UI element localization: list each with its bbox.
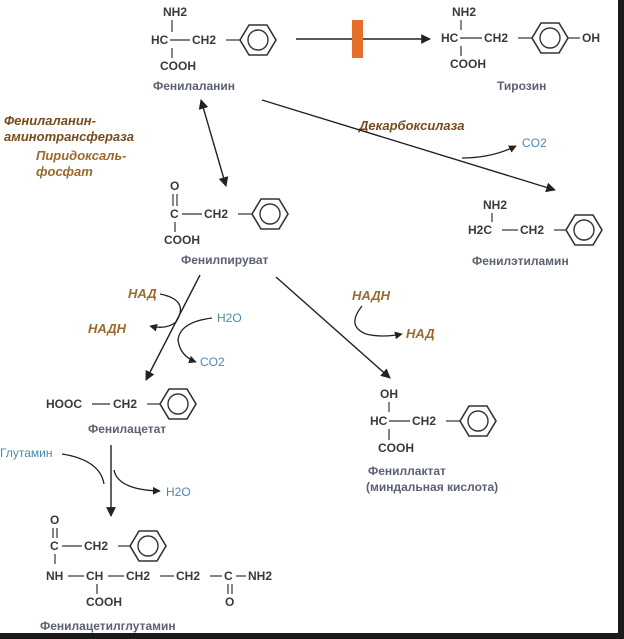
frame-edge-right <box>618 0 624 639</box>
cofactor-label: Пиридоксаль- фосфат <box>36 148 127 179</box>
phenylethylamine-ch2: CH2 <box>520 223 544 237</box>
phenylethylamine-h2c: H2C <box>468 223 492 237</box>
enzyme-aminotransferase-line1: Фенилаланин- <box>4 113 96 128</box>
pag-ch2: CH2 <box>84 539 108 553</box>
co2-release-arrow <box>461 145 517 159</box>
glutamine-entry-arrow <box>61 453 105 485</box>
pag-ch2-b: CH2 <box>126 569 150 583</box>
nad-reduction-arrow <box>149 293 181 332</box>
phenylacetylglutamine-structure: O C CH2 NH CH CH2 CH2 C NH2 COOH O Фенил… <box>40 513 272 633</box>
cofactor-h2o-2: H2O <box>166 485 191 499</box>
phenylethylamine-structure: NH2 H2C CH2 Фенилэтиламин <box>468 198 603 268</box>
cofactor-plp-line2: фосфат <box>36 164 93 179</box>
phenylalanine-ch2: CH2 <box>192 33 216 47</box>
tyrosine-hc: HC <box>441 31 459 45</box>
reduction-arrow <box>275 276 391 379</box>
blocked-reaction-arrow <box>296 20 431 58</box>
phenylacetate-hooc: HOOC <box>46 397 82 411</box>
tyrosine-name: Тирозин <box>497 79 546 93</box>
phenylacetylglutamine-name: Фенилацетилглутамин <box>40 619 176 633</box>
phenylacetate-structure: HOOC CH2 Фенилацетат <box>46 388 197 436</box>
phenylpyruvate-o: O <box>170 179 179 193</box>
tyrosine-structure: NH2 HC CH2 OH COOH Тирозин <box>441 5 600 93</box>
pag-ch: CH <box>86 569 103 583</box>
phenylpyruvate-c: C <box>170 207 179 221</box>
oxidative-decarboxylation-arrow <box>145 274 201 381</box>
phenyllactate-ch2: CH2 <box>412 414 436 428</box>
cofactor-co2-1: CO2 <box>200 355 225 369</box>
pag-o: O <box>50 513 59 527</box>
pag-nh2: NH2 <box>248 569 272 583</box>
cofactor-nad-2: НАД <box>406 326 435 341</box>
transamination-arrow <box>198 99 229 187</box>
enzyme-aminotransferase-line2: аминотрансфераза <box>4 129 134 144</box>
block-bar-icon <box>352 20 363 58</box>
cofactor-nadh-2: НАДН <box>352 288 391 303</box>
phenylalanine-cooh: COOH <box>160 59 196 73</box>
cofactor-plp-line1: Пиридоксаль- <box>36 148 127 163</box>
pag-o2: O <box>225 595 234 609</box>
phenyllactate-oh: OH <box>380 387 398 401</box>
phenylalanine-name: Фенилаланин <box>153 79 235 93</box>
benzene-ring-icon <box>459 405 497 437</box>
tyrosine-cooh: COOH <box>450 57 486 71</box>
phenylacetate-name: Фенилацетат <box>88 422 166 436</box>
phenylpyruvate-name: Фенилпируват <box>181 253 269 267</box>
cofactor-nadh-1: НАДН <box>88 321 127 336</box>
phenyllactate-cooh: COOH <box>378 441 414 455</box>
cofactor-nad-1: НАД <box>128 286 157 301</box>
phenyllactate-hc: HC <box>370 414 388 428</box>
phenyllactate-structure: OH HC CH2 COOH Фениллактат (миндальная к… <box>366 387 498 494</box>
phenylacetate-ch2: CH2 <box>113 397 137 411</box>
h2o-release-arrow <box>113 469 161 495</box>
cofactor-glutamine: Глутамин <box>0 446 52 460</box>
tyrosine-ch2: CH2 <box>484 31 508 45</box>
h2o-co2-arrow <box>177 317 213 364</box>
cofactor-h2o-1: H2O <box>217 311 242 325</box>
frame-edge-bottom <box>0 633 624 639</box>
phenylpyruvate-ch2: CH2 <box>204 207 228 221</box>
benzene-ring-icon <box>239 24 277 56</box>
phenylpyruvate-structure: O C CH2 COOH Фенилпируват <box>164 179 289 267</box>
benzene-ring-icon <box>159 388 197 420</box>
phenylalanine-hc: HC <box>151 33 169 47</box>
pag-ch2-c: CH2 <box>176 569 200 583</box>
pag-cooh: COOH <box>86 595 122 609</box>
benzene-ring-icon <box>565 214 603 246</box>
phenyllactate-name-alt: (миндальная кислота) <box>366 480 498 494</box>
pag-nh: NH <box>46 569 63 583</box>
pag-c2: C <box>224 569 233 583</box>
decarboxylation-arrow <box>261 99 556 193</box>
phenyllactate-name: Фениллактат <box>368 464 446 478</box>
pag-c: C <box>50 539 59 553</box>
nadh-oxidation-arrow <box>354 305 403 340</box>
phenylalanine-nh2: NH2 <box>163 5 187 19</box>
phenylethylamine-name: Фенилэтиламин <box>472 254 569 268</box>
benzene-ring-icon <box>251 198 289 230</box>
tyrosine-oh: OH <box>582 31 600 45</box>
benzene-ring-icon <box>531 22 569 54</box>
enzyme-decarboxylase: Декарбоксилаза <box>358 118 464 133</box>
phenylethylamine-nh2: NH2 <box>483 198 507 212</box>
benzene-ring-icon <box>129 530 167 562</box>
tyrosine-nh2: NH2 <box>452 5 476 19</box>
aminotransferase-label: Фенилаланин- аминотрансфераза <box>4 113 134 144</box>
co2-top: CO2 <box>522 136 547 150</box>
phenylalanine-structure: NH2 HC CH2 COOH Фенилаланин <box>151 5 277 93</box>
phenylpyruvate-cooh: COOH <box>164 233 200 247</box>
